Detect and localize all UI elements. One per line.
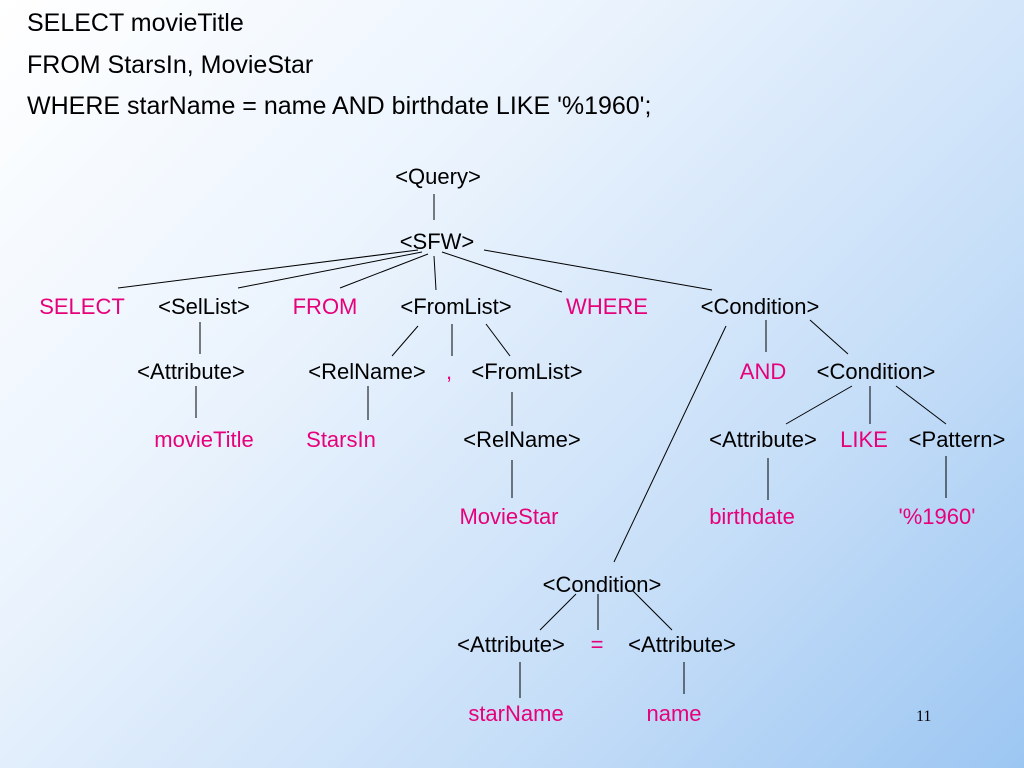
node-query: <Query> (395, 164, 481, 189)
node-condition-3: <Condition> (542, 572, 662, 597)
node-attribute-4: <Attribute> (628, 632, 736, 657)
node-comma: , (445, 359, 453, 384)
node-where-keyword: WHERE (566, 294, 648, 319)
edge-sfw-from (339, 253, 429, 289)
sql-line-where: WHERE starName = name AND birthdate LIKE… (27, 92, 652, 120)
node-condition: <Condition> (700, 294, 820, 319)
node-sellist: <SelList> (158, 294, 250, 319)
edge-fromlist-relname (391, 325, 419, 357)
node-fromlist: <FromList> (400, 294, 512, 319)
edge-condition2-attribute2 (785, 385, 853, 425)
node-fromlist-2: <FromList> (471, 359, 583, 384)
sql-line-select: SELECT movieTitle (27, 9, 244, 37)
node-like-keyword: LIKE (840, 427, 888, 452)
edge-condition-condition2 (809, 319, 849, 355)
node-relname: <RelName> (308, 359, 426, 384)
node-from-keyword: FROM (292, 294, 358, 319)
node-pattern: <Pattern> (908, 427, 1006, 452)
node-name: name (646, 701, 702, 726)
node-starname: starName (468, 701, 564, 726)
edge-condition-condition3 (613, 325, 727, 563)
node-relname-2: <RelName> (463, 427, 581, 452)
node-pattern-value: '%1960' (898, 504, 976, 529)
edge-sfw-fromlist (433, 255, 437, 291)
node-select-keyword: SELECT (39, 294, 125, 319)
node-equals: = (590, 632, 604, 657)
edge-sfw-condition (483, 249, 713, 291)
edge-condition3-attribute3 (539, 593, 577, 631)
edge-sfw-sellist (237, 251, 423, 289)
edge-condition3-attribute4 (631, 589, 673, 631)
node-condition-2: <Condition> (816, 359, 936, 384)
node-and-keyword: AND (739, 359, 787, 384)
node-attribute-3: <Attribute> (457, 632, 565, 657)
edge-sfw-select (117, 249, 419, 289)
edge-sfw-where (441, 251, 563, 293)
page-number: 11 (916, 708, 932, 725)
node-starsin: StarsIn (306, 427, 376, 452)
edge-fromlist-fromlist2 (485, 323, 511, 357)
sql-line-from: FROM StarsIn, MovieStar (27, 51, 314, 79)
node-attribute: <Attribute> (137, 359, 245, 384)
node-birthdate: birthdate (709, 504, 795, 529)
node-moviestar: MovieStar (459, 504, 559, 529)
node-attribute-2: <Attribute> (709, 427, 817, 452)
node-sfw: <SFW> (399, 229, 475, 254)
node-movietitle: movieTitle (154, 427, 254, 452)
edge-condition2-pattern (895, 385, 947, 425)
